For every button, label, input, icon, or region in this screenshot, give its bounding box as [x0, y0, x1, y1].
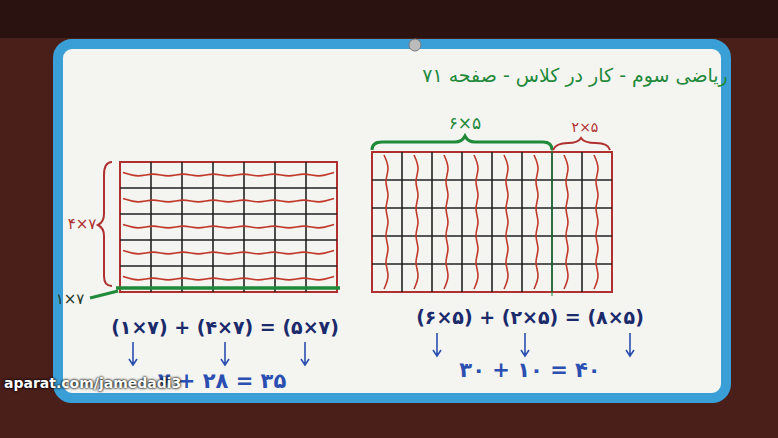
grid-line	[372, 263, 612, 265]
dimension-label: ۴×۷	[68, 216, 97, 233]
grid-outline	[120, 162, 337, 292]
green-pointer	[90, 291, 118, 298]
green-divider	[116, 286, 340, 290]
split-line	[552, 148, 553, 296]
watermark: aparat.com/jamedadi3	[4, 375, 181, 391]
wavy-mark	[123, 251, 334, 254]
wavy-mark	[444, 155, 448, 289]
grid	[372, 152, 612, 292]
column-brace	[553, 138, 610, 150]
wavy-mark	[474, 155, 478, 289]
grid-line	[431, 152, 433, 292]
dimension-label: ۱×۷	[56, 291, 85, 308]
dark-band	[0, 0, 778, 38]
equation-result: ۳۰ + ۱۰ = ۴۰	[459, 358, 600, 382]
whiteboard	[58, 44, 726, 398]
wavy-mark	[564, 155, 568, 289]
grid-line	[581, 152, 583, 292]
grid	[120, 162, 337, 292]
grid-line	[243, 162, 245, 292]
grid-line	[372, 235, 612, 237]
grid-line	[521, 152, 523, 292]
grid-line	[372, 207, 612, 209]
equation: (۱×۷) + (۴×۷) = (۵×۷)	[111, 317, 339, 339]
wavy-mark	[123, 199, 334, 202]
grid-line	[120, 239, 337, 241]
wavy-mark	[414, 155, 418, 289]
grid-line	[120, 187, 337, 189]
grid-line	[461, 152, 463, 292]
grid-line	[401, 152, 403, 292]
board-title: ریاضی سوم - کار در کلاس - صفحه ۷۱	[422, 65, 728, 87]
grid-line	[372, 179, 612, 181]
wavy-mark	[123, 173, 334, 176]
wavy-mark	[594, 155, 598, 289]
grid-drawings	[116, 148, 612, 296]
grid-line	[491, 152, 493, 292]
wavy-mark	[504, 155, 508, 289]
dimension-label: ۶×۵	[449, 114, 482, 134]
column-brace	[372, 136, 552, 150]
grid-line	[212, 162, 214, 292]
grid-line	[120, 265, 337, 267]
wavy-mark	[123, 225, 334, 228]
board-clip	[409, 39, 421, 51]
dimension-label: ۲×۵	[572, 119, 599, 135]
wavy-mark	[123, 277, 334, 280]
grid-outline	[372, 152, 612, 292]
equation: (۶×۵) + (۲×۵) = (۸×۵)	[416, 307, 644, 329]
wavy-mark	[534, 155, 538, 289]
row-brace	[98, 162, 112, 286]
grid-line	[120, 213, 337, 215]
wavy-mark	[384, 155, 388, 289]
